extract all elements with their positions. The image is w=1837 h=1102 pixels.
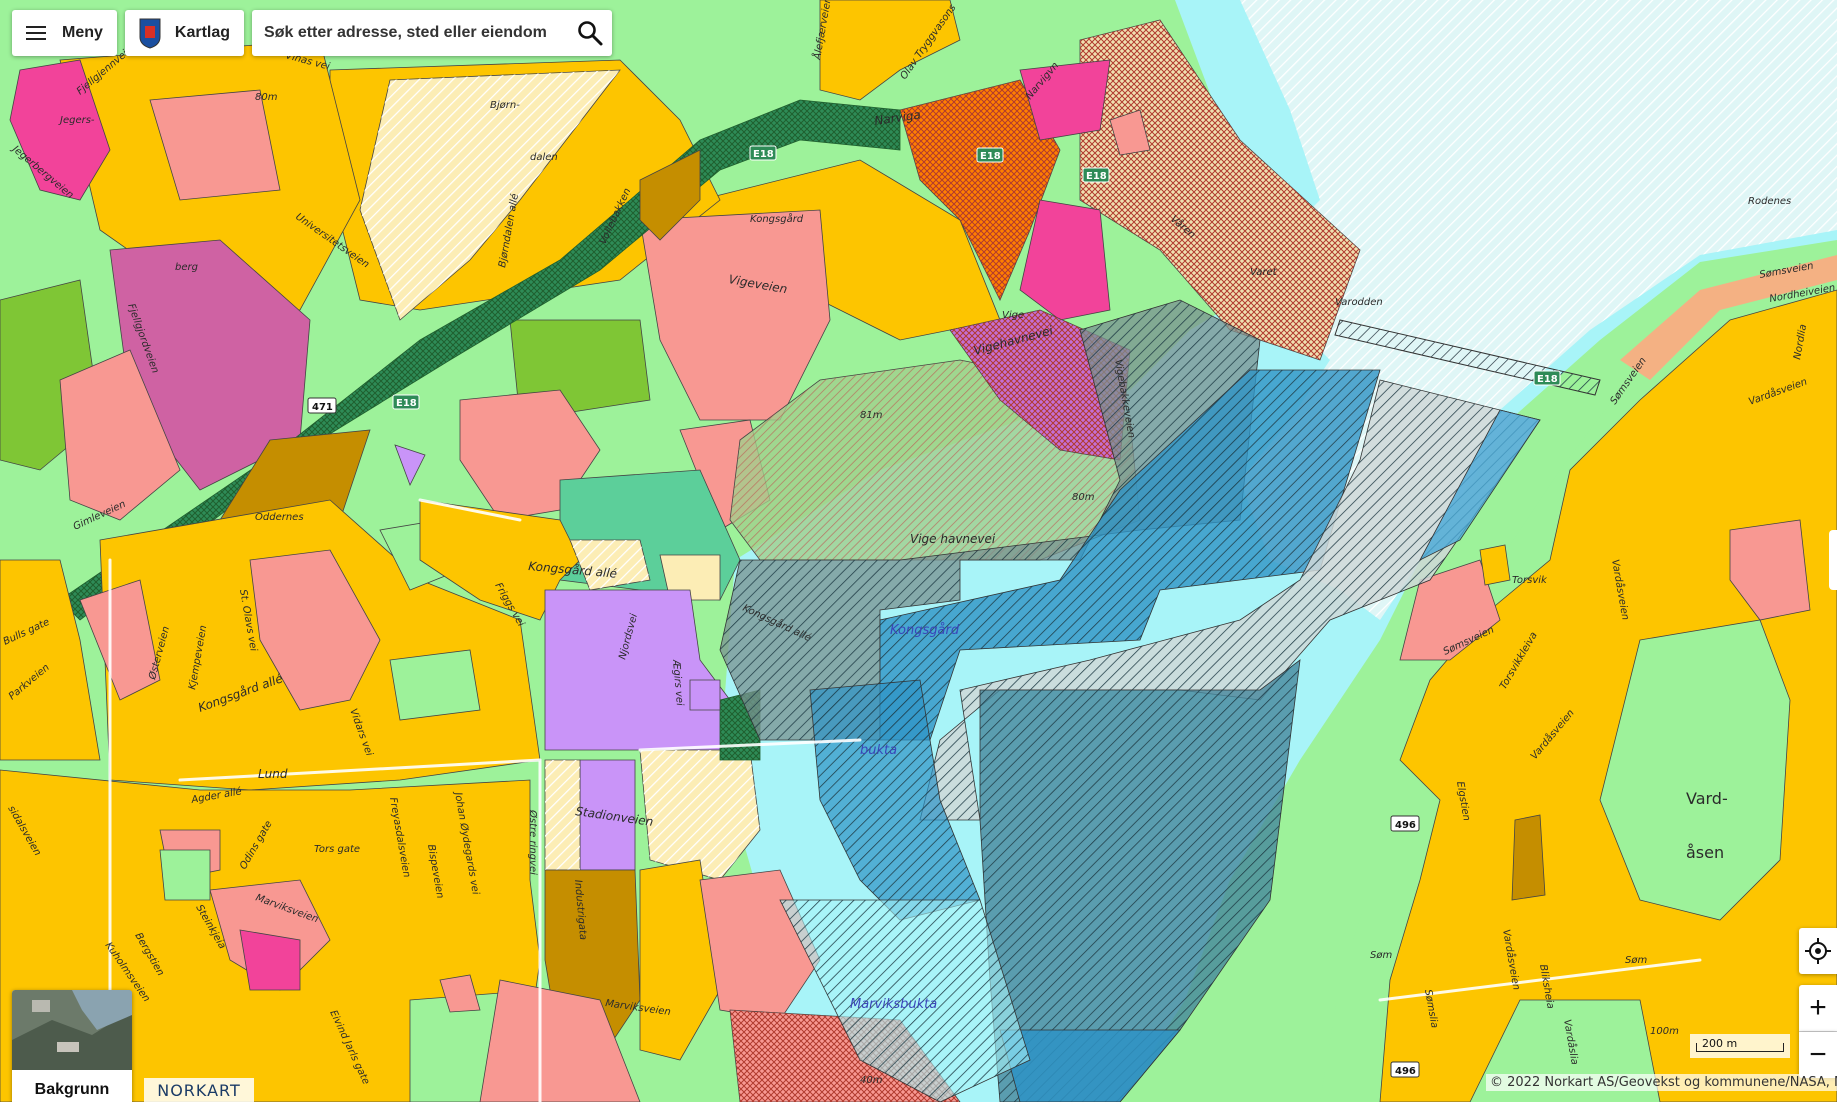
map-label: åsen bbox=[1686, 843, 1724, 862]
top-toolbar: Meny Kartlag bbox=[12, 10, 613, 56]
map-label: Østre ringvei bbox=[527, 809, 539, 875]
norkart-logo[interactable]: NORKART bbox=[144, 1078, 254, 1102]
e18-shield: E18 bbox=[1082, 167, 1110, 183]
map-label: Narviga bbox=[873, 108, 921, 128]
water-label: Kongsgård bbox=[890, 623, 960, 638]
e18-shield: E18 bbox=[392, 394, 420, 410]
svg-text:E18: E18 bbox=[753, 149, 774, 160]
svg-text:471: 471 bbox=[312, 402, 333, 413]
satellite-thumbnail bbox=[12, 990, 132, 1070]
map-label: Torsvik bbox=[1512, 575, 1548, 586]
map-label: 80m bbox=[1072, 492, 1095, 503]
road-471-shield: 471 bbox=[307, 397, 337, 414]
svg-text:E18: E18 bbox=[396, 398, 417, 409]
svg-text:E18: E18 bbox=[1537, 374, 1558, 385]
layers-button-label: Kartlag bbox=[174, 24, 231, 41]
scale-bar-label: 200 m bbox=[1702, 1037, 1738, 1050]
layers-button[interactable]: Kartlag bbox=[124, 10, 245, 56]
map-label: 40m bbox=[860, 1075, 883, 1086]
municipality-crest-icon bbox=[139, 18, 161, 49]
map-label: Vige havnevei bbox=[910, 532, 996, 546]
zoom-out-button[interactable]: − bbox=[1799, 1032, 1837, 1078]
road-496-shield: 496 bbox=[1390, 1061, 1420, 1078]
map-label: dalen bbox=[530, 152, 558, 163]
water-label: bukta bbox=[860, 743, 897, 758]
map-label: Jegers- bbox=[58, 115, 95, 126]
map-label: berg bbox=[175, 262, 198, 273]
map-label: Vige bbox=[1002, 310, 1024, 321]
map-label: Bjørn- bbox=[490, 100, 520, 111]
map-label: Varet bbox=[1250, 267, 1278, 278]
road-496-shield: 496 bbox=[1390, 815, 1420, 832]
map-label: Tors gate bbox=[314, 844, 360, 855]
map-attribution[interactable]: © 2022 Norkart AS/Geovekst og kommunene/… bbox=[1486, 1074, 1837, 1091]
e18-shield: E18 bbox=[976, 147, 1004, 163]
crosshair-icon bbox=[1805, 938, 1831, 964]
map-label: Søm bbox=[1370, 950, 1392, 961]
zoom-in-button[interactable]: + bbox=[1799, 985, 1837, 1032]
e18-shield: E18 bbox=[749, 145, 777, 161]
background-switcher-button[interactable]: Bakgrunn bbox=[12, 990, 132, 1102]
map-label: Lund bbox=[258, 767, 288, 781]
svg-text:496: 496 bbox=[1395, 1066, 1416, 1077]
map-label: Søm bbox=[1625, 955, 1647, 966]
menu-button-label: Meny bbox=[62, 24, 103, 41]
map-label: Kongsgård bbox=[750, 212, 804, 225]
map-label: Varodden bbox=[1335, 297, 1383, 308]
svg-text:E18: E18 bbox=[980, 151, 1001, 162]
e18-shield: E18 bbox=[1533, 370, 1561, 386]
hamburger-icon bbox=[26, 26, 46, 40]
search-icon[interactable] bbox=[576, 19, 604, 47]
map-label: Industrigata bbox=[572, 879, 588, 940]
svg-text:496: 496 bbox=[1395, 820, 1416, 831]
map-label: Ægirs vei bbox=[670, 658, 685, 706]
scale-bar: 200 m bbox=[1690, 1034, 1790, 1058]
water-label: Marviksbukta bbox=[850, 997, 937, 1012]
my-location-button[interactable] bbox=[1799, 928, 1837, 974]
menu-button[interactable]: Meny bbox=[12, 10, 117, 56]
svg-text:E18: E18 bbox=[1086, 171, 1107, 182]
map-label: 100m bbox=[1650, 1026, 1679, 1037]
map-label: Oddernes bbox=[255, 512, 304, 523]
map-label: Vard- bbox=[1686, 789, 1728, 808]
map-label: 80m bbox=[255, 92, 278, 103]
map-label: Rodenes bbox=[1748, 196, 1791, 207]
side-panel-handle[interactable] bbox=[1829, 530, 1837, 590]
background-switcher-label: Bakgrunn bbox=[34, 1081, 110, 1098]
map-label: 81m bbox=[860, 410, 883, 421]
search-box bbox=[252, 10, 613, 56]
search-input[interactable] bbox=[262, 23, 577, 43]
